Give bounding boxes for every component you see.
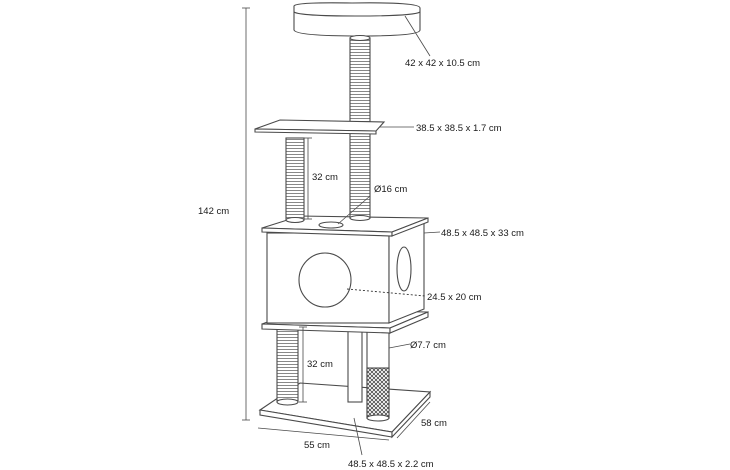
condo-box <box>261 215 429 334</box>
total-height-dimension <box>242 7 250 421</box>
top-bed-label: 42 x 42 x 10.5 cm <box>405 58 480 69</box>
leader-lines <box>257 15 441 456</box>
box-opening-label: 24.5 x 20 cm <box>427 292 481 303</box>
total-height-label: 142 cm <box>198 206 229 217</box>
base-depth-label: 58 cm <box>421 418 447 429</box>
hole-diameter-label: Ø16 cm <box>374 184 407 195</box>
upper-post-height-label: 32 cm <box>312 172 338 183</box>
lower-post-height-label: 32 cm <box>307 359 333 370</box>
platform-label: 38.5 x 38.5 x 1.7 cm <box>416 123 502 134</box>
post-diameter-label: Ø7.7 cm <box>410 340 446 351</box>
top-bed <box>293 2 421 42</box>
platform <box>254 119 386 135</box>
box-label: 48.5 x 48.5 x 33 cm <box>441 228 524 239</box>
lower-posts <box>276 325 390 422</box>
base-label: 48.5 x 48.5 x 2.2 cm <box>348 459 434 470</box>
base-width-label: 55 cm <box>304 440 330 451</box>
